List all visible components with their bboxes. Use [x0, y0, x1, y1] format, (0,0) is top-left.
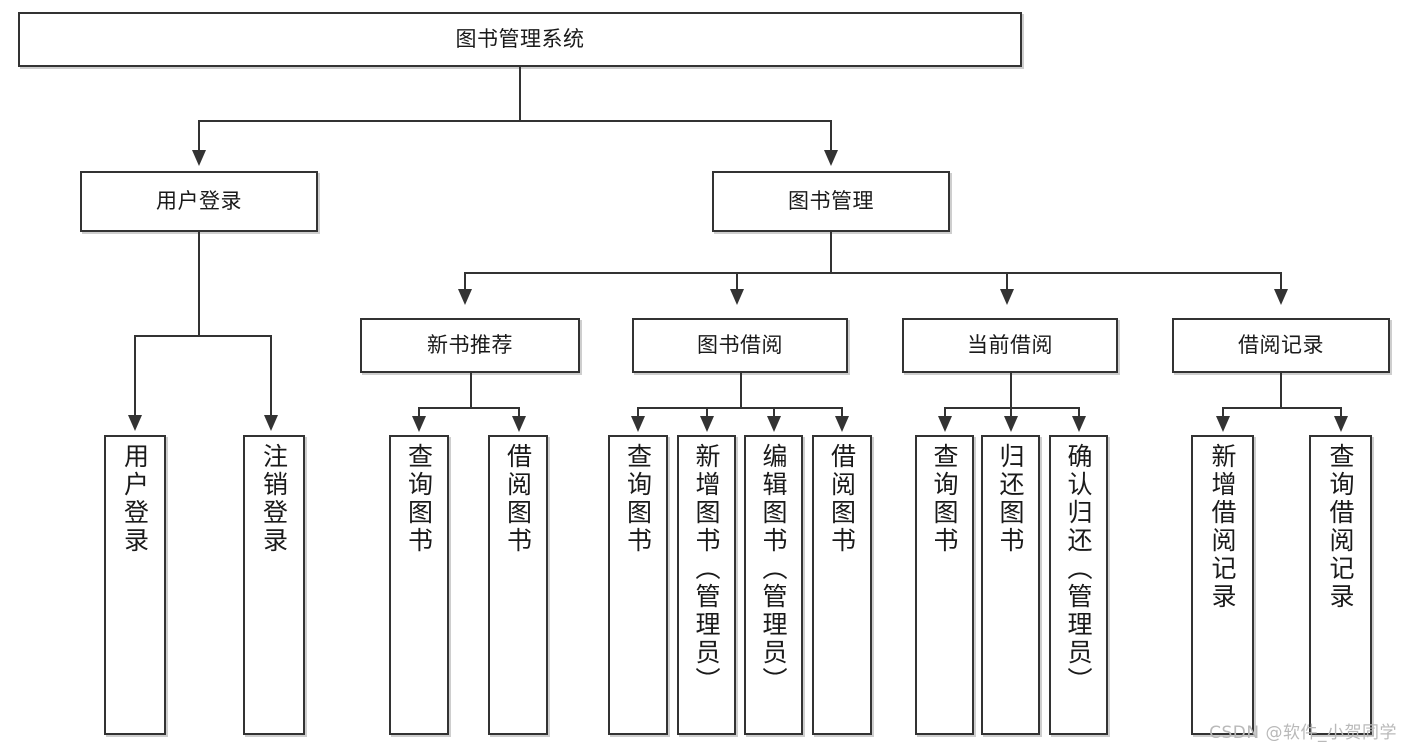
node-leaf-return-book[interactable]: 归还图书	[981, 435, 1040, 735]
connector-cb-2	[1010, 407, 1012, 417]
node-label: 新增借阅记录	[1208, 443, 1237, 611]
connector-nbr-right	[518, 407, 520, 417]
node-leaf-query-record[interactable]: 查询借阅记录	[1309, 435, 1372, 735]
node-label: 图书借阅	[697, 333, 783, 358]
connector-book-management-bar	[464, 272, 1282, 274]
node-label: 图书管理系统	[455, 27, 585, 52]
connector-book-management-stem	[830, 232, 832, 272]
connector-to-borrow-records	[1280, 272, 1282, 290]
node-label: 借阅图书	[827, 443, 857, 555]
connector-user-login-stem	[198, 232, 200, 335]
node-leaf-add-book[interactable]: 新增图书（管理员）	[677, 435, 736, 735]
node-leaf-edit-book[interactable]: 编辑图书（管理员）	[744, 435, 803, 735]
node-user-login[interactable]: 用户登录	[80, 171, 318, 232]
connector-book-borrow-bar	[637, 407, 842, 409]
connector-cb-1	[944, 407, 946, 417]
connector-user-login-bar	[134, 335, 271, 337]
node-leaf-logout-login[interactable]: 注销登录	[243, 435, 305, 735]
connector-bb-3	[773, 407, 775, 417]
arrow-to-new-book-recommend	[458, 289, 472, 305]
node-leaf-borrow-book-1[interactable]: 借阅图书	[488, 435, 548, 735]
arrow-leaf-query-book-1	[412, 416, 426, 432]
node-label: 借阅记录	[1238, 333, 1324, 358]
connector-current-borrow-stem	[1010, 373, 1012, 407]
connector-to-current-borrow	[1006, 272, 1008, 290]
arrow-leaf-borrow-book-2	[835, 416, 849, 432]
arrow-leaf-borrow-book-1	[512, 416, 526, 432]
arrow-to-current-borrow	[1000, 289, 1014, 305]
node-leaf-query-book-2[interactable]: 查询图书	[608, 435, 668, 735]
connector-br-left	[1222, 407, 1224, 417]
node-borrow-records[interactable]: 借阅记录	[1172, 318, 1390, 373]
connector-borrow-records-bar	[1222, 407, 1341, 409]
arrow-leaf-add-record	[1216, 416, 1230, 432]
arrow-leaf-return-book	[1004, 416, 1018, 432]
arrow-leaf-query-record	[1334, 416, 1348, 432]
connector-to-new-book-recommend	[464, 272, 466, 290]
arrow-to-book-borrow	[730, 289, 744, 305]
node-label: 查询图书	[623, 443, 653, 555]
node-leaf-user-login[interactable]: 用户登录	[104, 435, 166, 735]
connector-new-book-recommend-stem	[470, 373, 472, 407]
connector-to-book-management	[830, 120, 832, 151]
arrow-to-borrow-records	[1274, 289, 1288, 305]
node-label: 注销登录	[259, 443, 289, 555]
arrow-leaf-user-login	[128, 415, 142, 431]
arrow-leaf-confirm-return	[1072, 416, 1086, 432]
connector-to-book-borrow	[736, 272, 738, 290]
connector-cb-3	[1078, 407, 1080, 417]
arrow-to-user-login	[192, 150, 206, 166]
connector-br-right	[1340, 407, 1342, 417]
node-label: 图书管理	[788, 189, 874, 214]
connector-bb-1	[637, 407, 639, 417]
arrow-leaf-query-book-3	[938, 416, 952, 432]
node-leaf-confirm-return[interactable]: 确认归还（管理员）	[1049, 435, 1108, 735]
csdn-watermark: CSDN @软件_小贺同学	[1209, 723, 1397, 743]
node-leaf-borrow-book-2[interactable]: 借阅图书	[812, 435, 872, 735]
node-book-management[interactable]: 图书管理	[712, 171, 950, 232]
arrow-leaf-add-book	[700, 416, 714, 432]
node-label: 查询借阅记录	[1326, 443, 1355, 611]
node-current-borrow[interactable]: 当前借阅	[902, 318, 1118, 373]
node-label: 归还图书	[996, 443, 1025, 555]
node-label: 用户登录	[120, 443, 150, 555]
arrow-leaf-logout-login	[264, 415, 278, 431]
connector-root-stem	[519, 67, 521, 120]
node-label: 查询图书	[404, 443, 434, 555]
connector-user-login-left	[134, 335, 136, 416]
arrow-leaf-query-book-2	[631, 416, 645, 432]
node-label: 新增图书（管理员）	[692, 443, 721, 695]
connector-to-user-login	[198, 120, 200, 151]
node-label: 查询图书	[930, 443, 959, 555]
node-label: 新书推荐	[427, 333, 513, 358]
arrow-to-book-management	[824, 150, 838, 166]
connector-root-bar	[198, 120, 831, 122]
node-leaf-query-book-1[interactable]: 查询图书	[389, 435, 449, 735]
node-new-book-recommend[interactable]: 新书推荐	[360, 318, 580, 373]
connector-new-book-recommend-bar	[418, 407, 520, 409]
connector-book-borrow-stem	[740, 373, 742, 407]
connector-nbr-left	[418, 407, 420, 417]
node-label: 编辑图书（管理员）	[759, 443, 788, 695]
node-leaf-add-record[interactable]: 新增借阅记录	[1191, 435, 1254, 735]
connector-bb-4	[841, 407, 843, 417]
node-book-borrow[interactable]: 图书借阅	[632, 318, 848, 373]
node-label: 当前借阅	[967, 333, 1053, 358]
node-label: 用户登录	[156, 189, 242, 214]
connector-bb-2	[706, 407, 708, 417]
node-leaf-query-book-3[interactable]: 查询图书	[915, 435, 974, 735]
arrow-leaf-edit-book	[767, 416, 781, 432]
connector-user-login-right	[270, 335, 272, 416]
node-label: 确认归还（管理员）	[1064, 443, 1093, 695]
node-label: 借阅图书	[503, 443, 533, 555]
node-root-book-management-system[interactable]: 图书管理系统	[18, 12, 1022, 67]
connector-borrow-records-stem	[1280, 373, 1282, 407]
